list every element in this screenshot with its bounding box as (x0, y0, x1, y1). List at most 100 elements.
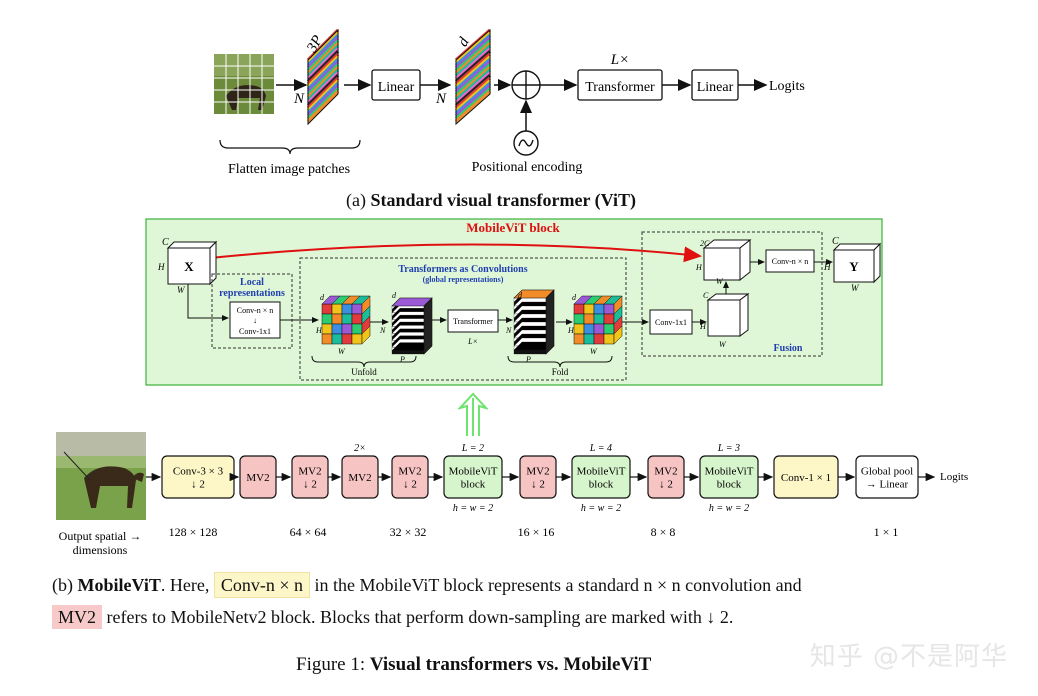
patch-stack-1 (391, 297, 433, 355)
sine-icon (513, 130, 539, 156)
fused-feature-cube (706, 293, 750, 337)
pipeline-block-label: ↓ 2 (403, 479, 417, 491)
local-conv-1x1: Conv-1x1 (239, 327, 271, 336)
pipeline-block-top: 2× (354, 443, 366, 454)
tac-title: Transformers as Convolutions (398, 264, 527, 275)
watermark: 知乎 @不是阿华 (809, 642, 1008, 672)
block-title: MobileViT block (466, 220, 560, 235)
tac-subtitle: (global representations) (423, 275, 504, 284)
linear-label-1: Linear (378, 80, 415, 95)
cube1-w: W (338, 347, 346, 356)
local-conv-block (229, 301, 281, 339)
pipeline-logits: Logits (940, 471, 968, 483)
caption-b-line1: (b) MobileViT. Here, Conv-n × n in the M… (52, 572, 802, 598)
vit-diagram: 3P N Linear d N Transformer L× Linear Lo… (214, 28, 805, 177)
fusion-box (641, 231, 823, 357)
mobilevit-block-diagram: MobileViT block X C H W Local representa… (145, 218, 883, 386)
unfold-brace (311, 355, 417, 368)
tac-transformer-block (447, 309, 499, 333)
pipeline-block-label: MV2 (348, 472, 371, 484)
feature-cube-2 (573, 295, 623, 345)
unfold-label: Unfold (351, 367, 377, 377)
fusion-c-label: C (703, 291, 709, 300)
pipeline-block-bottom: h = w = 2 (453, 503, 493, 514)
flatten-caption: Flatten image patches (228, 162, 350, 177)
pipeline-block-label: Conv-1 × 1 (781, 472, 831, 484)
stack1-d: d (392, 291, 397, 300)
stack1-p: P (399, 355, 405, 364)
flattened-patch-strip (306, 28, 340, 126)
pipeline-block-top: L = 4 (589, 443, 612, 454)
pipeline-block-label: MV2 (298, 466, 321, 478)
fusion-w-label: W (719, 340, 727, 349)
cube1-d: d (320, 293, 325, 302)
y-h-label: H (823, 262, 831, 272)
pipeline-block-label: MobileViT (577, 466, 626, 478)
image-patches (214, 54, 274, 114)
pos-caption: Positional encoding (472, 160, 583, 175)
down-arrow: ↓ (253, 316, 257, 325)
flatten-brace (219, 139, 361, 155)
caption-a-title: Standard visual transformer (ViT) (370, 190, 636, 210)
spatial-dim-6: 1 × 1 (874, 525, 899, 539)
pipeline-block-label: MV2 (654, 466, 677, 478)
add-icon (511, 70, 541, 100)
stack2-d: d (518, 291, 523, 300)
spatial-dim-1: 128 × 128 (169, 525, 218, 539)
pipeline-block-label: MobileViT (449, 466, 498, 478)
concat-feature-cube (702, 238, 752, 282)
pipeline-block-top: L = 3 (717, 443, 740, 454)
figure-title: Visual transformers vs. MobileViT (369, 654, 652, 675)
dog-photo (56, 432, 146, 520)
pipeline-block-label: ↓ 2 (659, 479, 673, 491)
concat-w-label: W (716, 277, 724, 286)
caption-b-t1: . Here, (160, 575, 210, 595)
pipeline-block-label: ↓ 2 (191, 479, 205, 491)
y-c-label: C (832, 236, 839, 247)
l-times-label: L× (610, 52, 629, 68)
caption-b-t3: refers to MobileNetv2 block. Blocks that… (106, 607, 734, 627)
local-title-1: Local (240, 277, 264, 288)
spatial-label-line2: dimensions (73, 543, 128, 557)
caption-b-prefix: (b) (52, 575, 73, 595)
logits-label: Logits (769, 79, 805, 94)
pipeline-block-label: Global pool (861, 466, 913, 478)
pipeline-block-label: ↓ 2 (303, 479, 317, 491)
figure-caption: Figure 1: Visual transformers vs. Mobile… (296, 654, 651, 676)
pipeline-block-label: MV2 (526, 466, 549, 478)
caption-b-title: MobileViT (77, 575, 161, 595)
pipeline-block-bottom: h = w = 2 (709, 503, 749, 514)
patch-dim-label: 3P (304, 33, 327, 56)
concat-2c-label: 2C (700, 239, 710, 248)
pipeline-block-label: MobileViT (705, 466, 754, 478)
fusion-conv-nxn (765, 249, 815, 273)
caption-a-prefix: (a) (346, 190, 366, 210)
spatial-dim-5: 8 × 8 (651, 525, 676, 539)
fusion-conv-1x1 (649, 309, 693, 335)
pipeline-block-label: block (717, 479, 742, 491)
fusion-h-label: H (699, 322, 707, 331)
pipeline-block-label: Conv-3 × 3 (173, 466, 224, 478)
y-w-label: W (851, 283, 860, 293)
spatial-dim-2: 64 × 64 (290, 525, 327, 539)
input-x (166, 240, 218, 286)
cube1-h: H (315, 326, 323, 335)
concat-h-label: H (695, 263, 703, 272)
fold-label: Fold (552, 367, 569, 377)
pipeline-block-label: MV2 (398, 466, 421, 478)
caption-b-mv2-highlight: MV2 (52, 605, 103, 629)
y-label: Y (849, 259, 859, 274)
feature-cube-1 (321, 295, 371, 345)
spatial-dim-3: 32 × 32 (390, 525, 427, 539)
expand-arrow-icon (458, 392, 488, 436)
pipeline-block-label: MV2 (246, 472, 269, 484)
caption-a: (a) Standard visual transformer (ViT) (346, 190, 636, 211)
patch-stack-2 (513, 289, 555, 355)
local-rep-box (211, 273, 293, 349)
cube2-w: W (590, 347, 598, 356)
local-conv-nxn: Conv-n × n (237, 306, 274, 315)
caption-b-line2: MV2 refers to MobileNetv2 block. Blocks … (52, 605, 734, 629)
x-c-label: C (162, 237, 169, 248)
fusion-title: Fusion (774, 343, 803, 354)
